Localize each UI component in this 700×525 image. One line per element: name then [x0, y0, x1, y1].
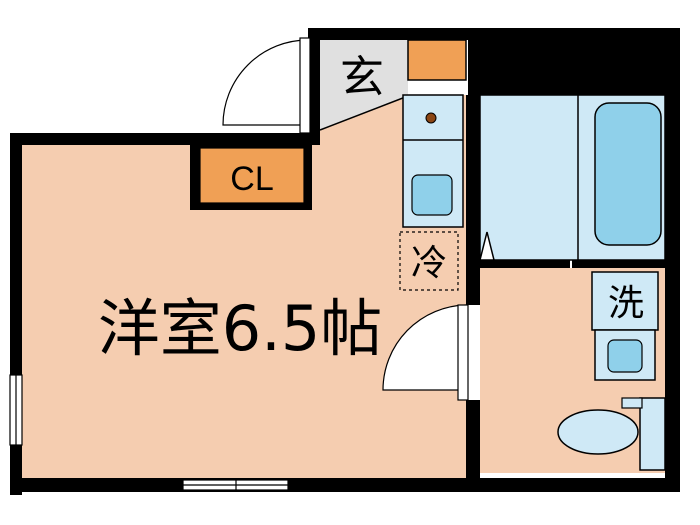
entrance-floor [320, 40, 408, 130]
toilet-bowl [557, 409, 639, 455]
western-room-label: 洋室6.5帖 [98, 292, 383, 365]
toilet-lid-handle [621, 397, 643, 409]
closet-label: CL [230, 160, 273, 198]
wall-top-right-block [468, 28, 680, 95]
wall-right [665, 28, 680, 492]
bathtub-basin [594, 102, 662, 246]
washer-space [591, 271, 659, 331]
wall-interior-vertical-lower [466, 400, 480, 492]
washer-label: 洗 [608, 283, 644, 324]
washroom-door-opening [466, 305, 480, 400]
wall-bath-wash-right [572, 260, 665, 268]
fridge-label: 冷 [411, 243, 447, 284]
front-door-swing [222, 39, 309, 126]
wall-interior-vertical-upper [466, 95, 480, 305]
washroom-door-swing [382, 304, 467, 391]
wall-entrance-left [308, 28, 320, 145]
shoe-box [407, 39, 467, 81]
toilet-tank [639, 397, 666, 471]
kitchen-sink [411, 174, 453, 216]
closet [199, 147, 305, 204]
wall-bath-wash [480, 260, 570, 268]
entrance-step [319, 95, 409, 131]
vanity-basin [607, 339, 643, 373]
wall-bottom [10, 478, 680, 492]
entrance-label: 玄 [340, 52, 384, 103]
stove-burner [425, 112, 437, 124]
wall-top-room [10, 133, 320, 145]
fridge-space [399, 231, 459, 291]
